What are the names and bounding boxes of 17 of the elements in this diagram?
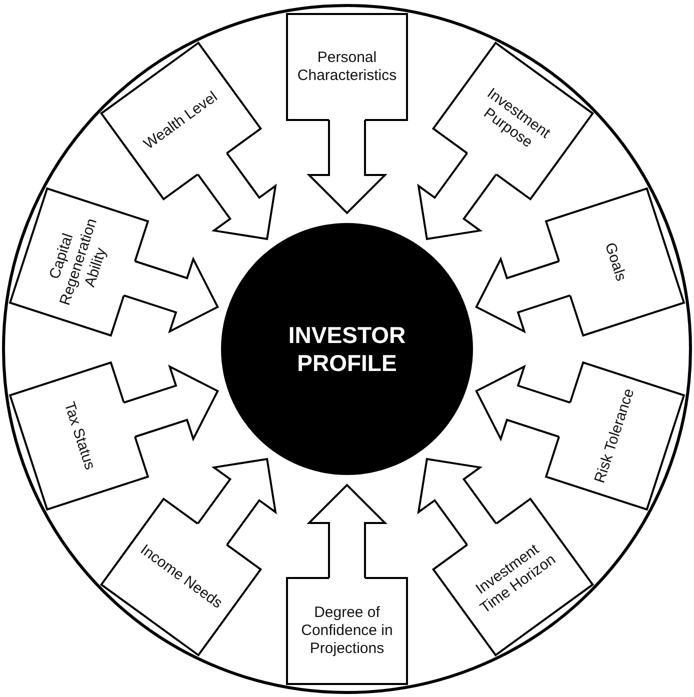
- factor-box: [544, 187, 686, 337]
- factor-box: [286, 577, 408, 685]
- block-arrow: [306, 484, 388, 579]
- factor-label: Personal Characteristics: [297, 49, 397, 85]
- block-arrow: [306, 119, 388, 214]
- factor-label: Tax Status: [59, 399, 100, 474]
- factor-box: [544, 361, 686, 511]
- factor-box: [100, 41, 262, 200]
- factor-box: [286, 13, 408, 121]
- factor-box: [8, 187, 149, 337]
- factor-label: Degree of Confidence in Projections: [300, 604, 394, 658]
- factor-box: [100, 498, 262, 657]
- factor-box: [432, 498, 594, 657]
- factor-box: [432, 41, 594, 200]
- factor-label: Goals: [600, 239, 631, 285]
- factor-box: [8, 361, 149, 511]
- center-label: INVESTOR PROFILE: [287, 321, 407, 377]
